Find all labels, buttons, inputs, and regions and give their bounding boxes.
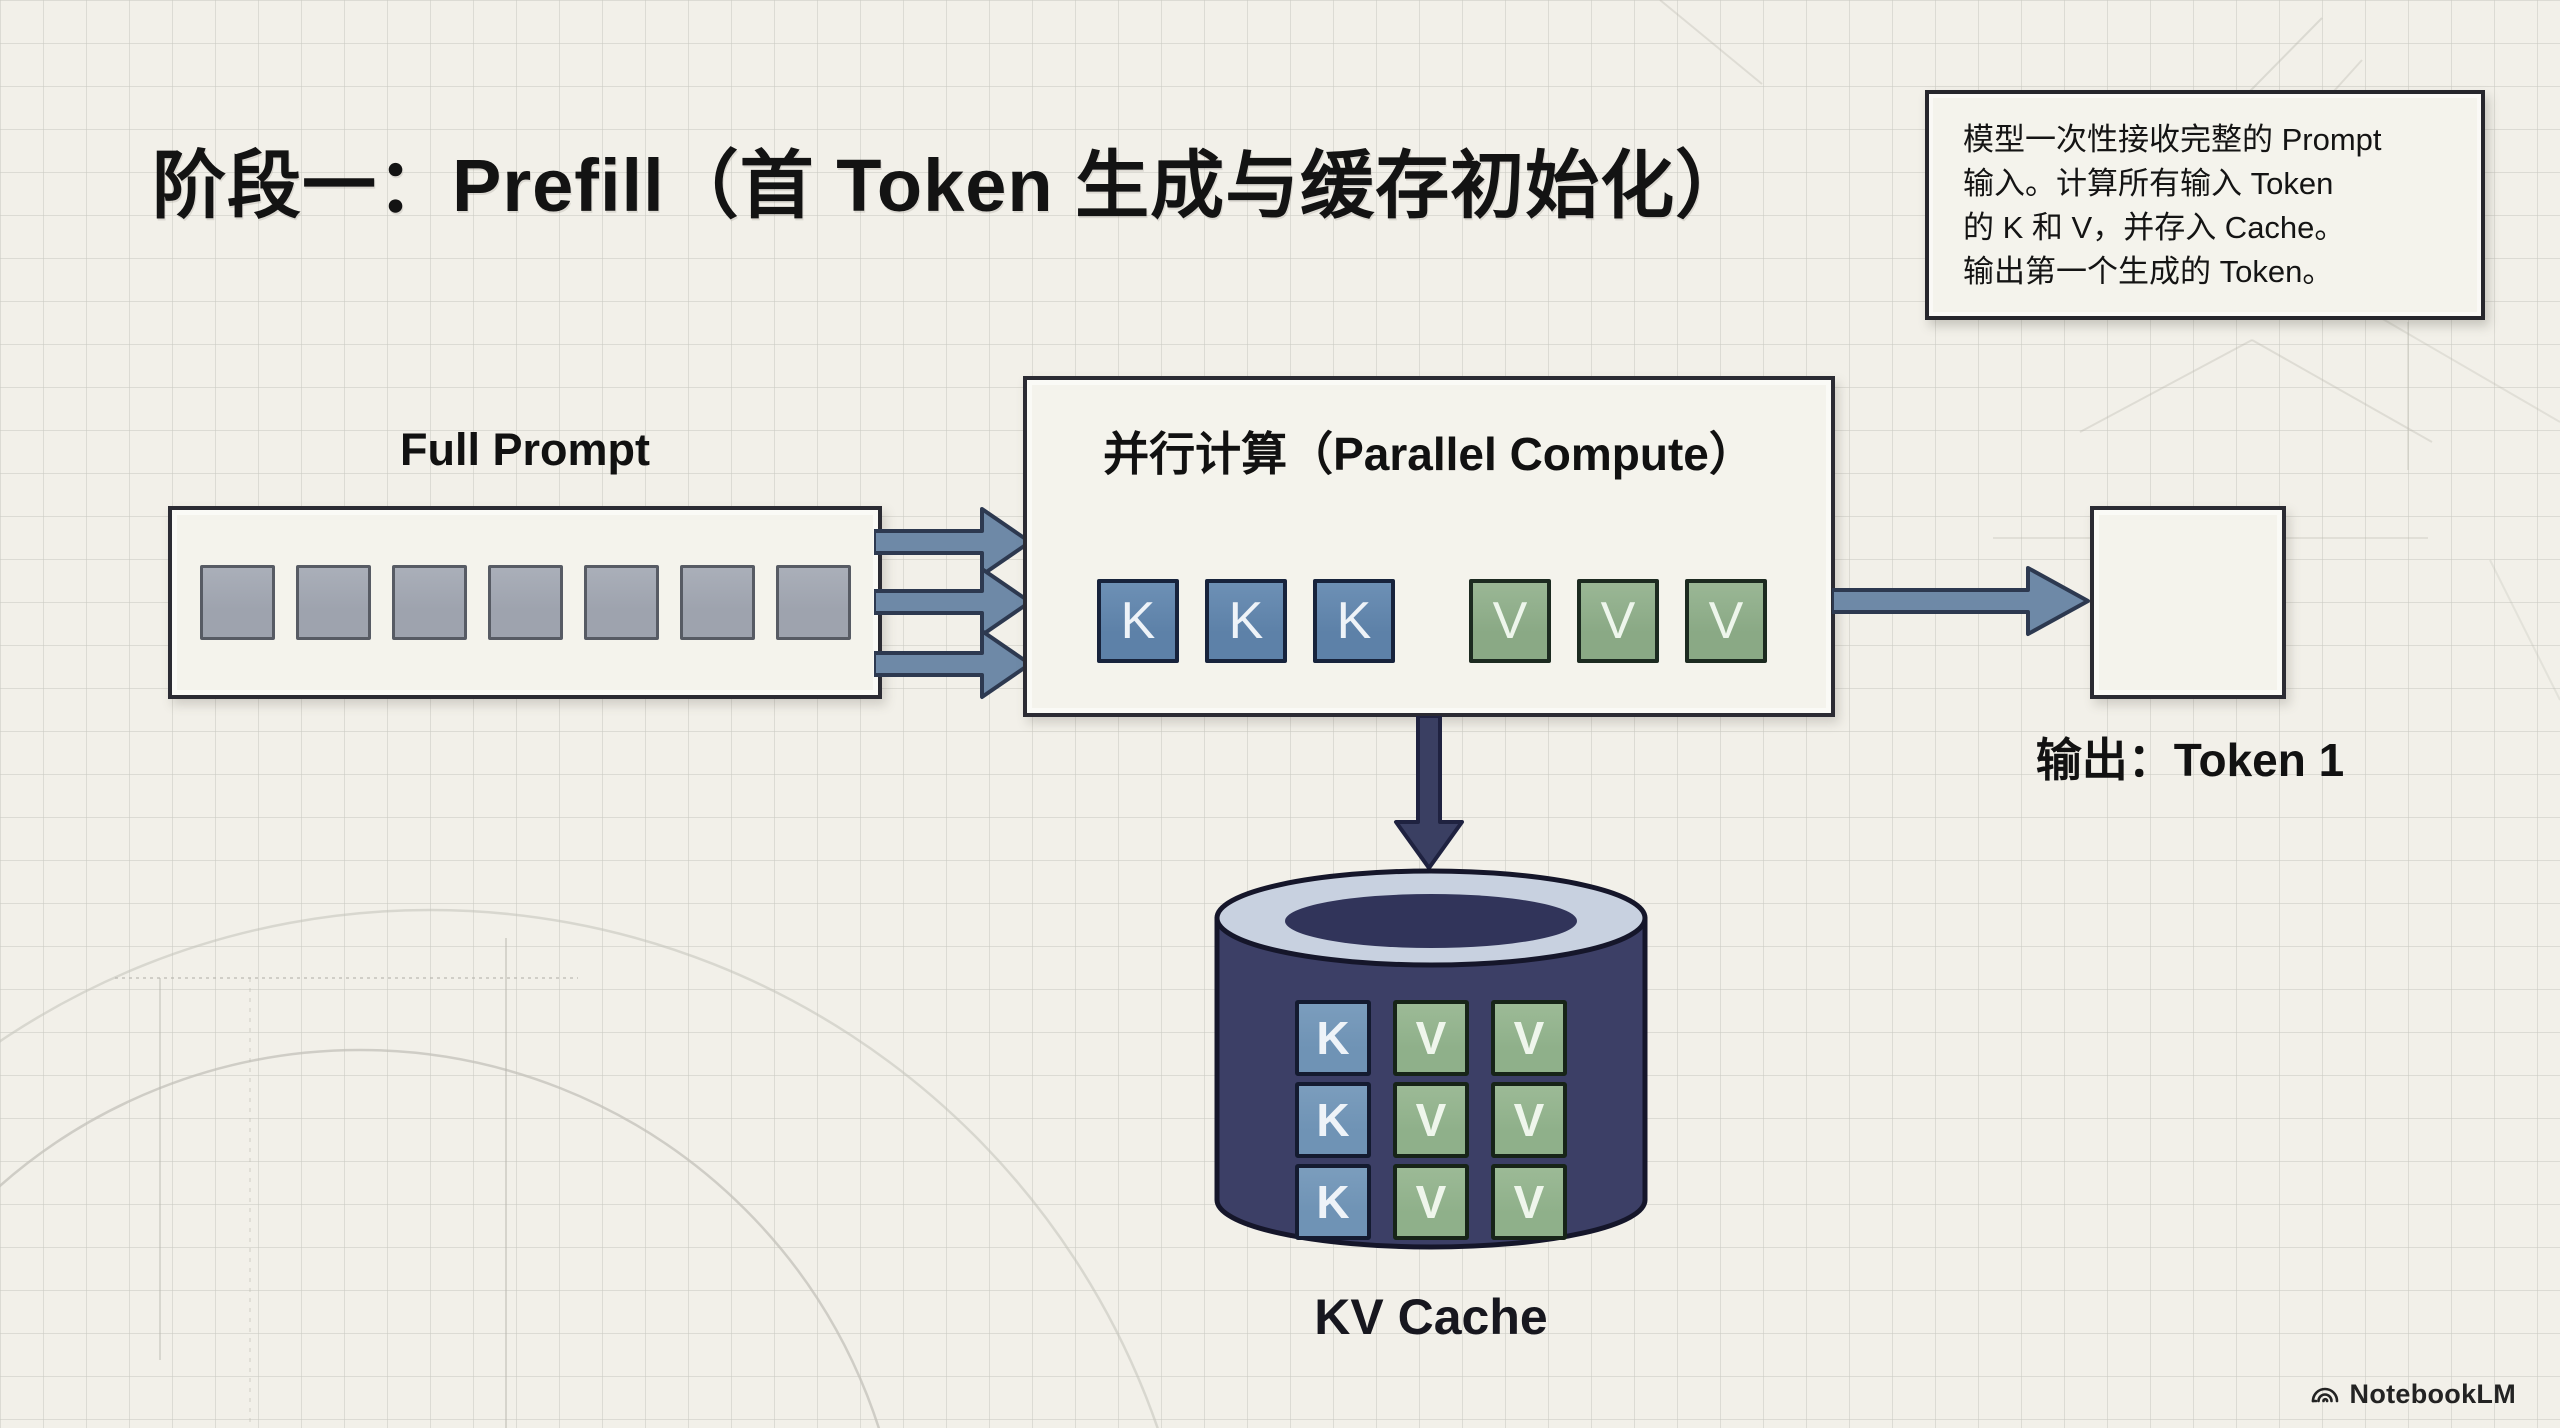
v-cell: V [1577,579,1659,663]
watermark: NotebookLM [2309,1378,2516,1410]
v-cell: V [1469,579,1551,663]
prompt-token [487,565,563,640]
full-prompt-label: Full Prompt [400,424,650,475]
kv-cache-cell-v: V [1491,1000,1567,1076]
output-label: 输出：Token 1 [2035,734,2345,786]
kv-cache-label: KV Cache [1314,1289,1548,1345]
prompt-token [295,565,371,640]
annotation-line: 模型一次性接收完整的 Prompt [1963,122,2382,157]
annotation-line: 输出第一个生成的 Token。 [1963,254,2334,289]
annotation-text: 模型一次性接收完整的 Prompt 输入。计算所有输入 Token 的 K 和 V，… [1963,118,2465,294]
kv-cache-cell-v: V [1491,1082,1567,1158]
input-arrow [874,507,1032,577]
input-arrow [874,629,1032,699]
kv-cache-cell-k: K [1295,1000,1371,1076]
cache-store-arrow [1394,716,1464,870]
kv-cache-cell-v: V [1491,1164,1567,1240]
k-cell: K [1313,579,1395,663]
output-token-box [2090,506,2286,699]
prompt-token-row [199,565,851,640]
output-arrow [1832,566,2090,636]
kv-cache-cell-v: V [1393,1000,1469,1076]
annotation-line: 的 K 和 V，并存入 Cache。 [1963,210,2346,245]
prompt-token [199,565,275,640]
k-cell: K [1205,579,1287,663]
kv-cache-cell-k: K [1295,1164,1371,1240]
watermark-text: NotebookLM [2349,1378,2516,1409]
prompt-token [391,565,467,640]
input-arrow [874,567,1032,637]
parallel-compute-title: 并行计算（Parallel Compute） [1103,428,1755,480]
annotation-box: 模型一次性接收完整的 Prompt 输入。计算所有输入 Token 的 K 和 V，… [1925,90,2485,320]
kv-cache-cell-k: K [1295,1082,1371,1158]
v-cell: V [1685,579,1767,663]
k-cell: K [1097,579,1179,663]
notebooklm-logo-icon [2311,1387,2338,1403]
prompt-token [679,565,755,640]
input-arrows [874,507,1032,699]
full-prompt-box [168,506,882,699]
prompt-token [583,565,659,640]
annotation-line: 输入。计算所有输入 Token [1963,166,2334,201]
kv-cache-cell-v: V [1393,1082,1469,1158]
kv-cache-cell-v: V [1393,1164,1469,1240]
page-title: 阶段一：Prefill（首 Token 生成与缓存初始化） [152,144,1751,227]
prompt-token [775,565,851,640]
